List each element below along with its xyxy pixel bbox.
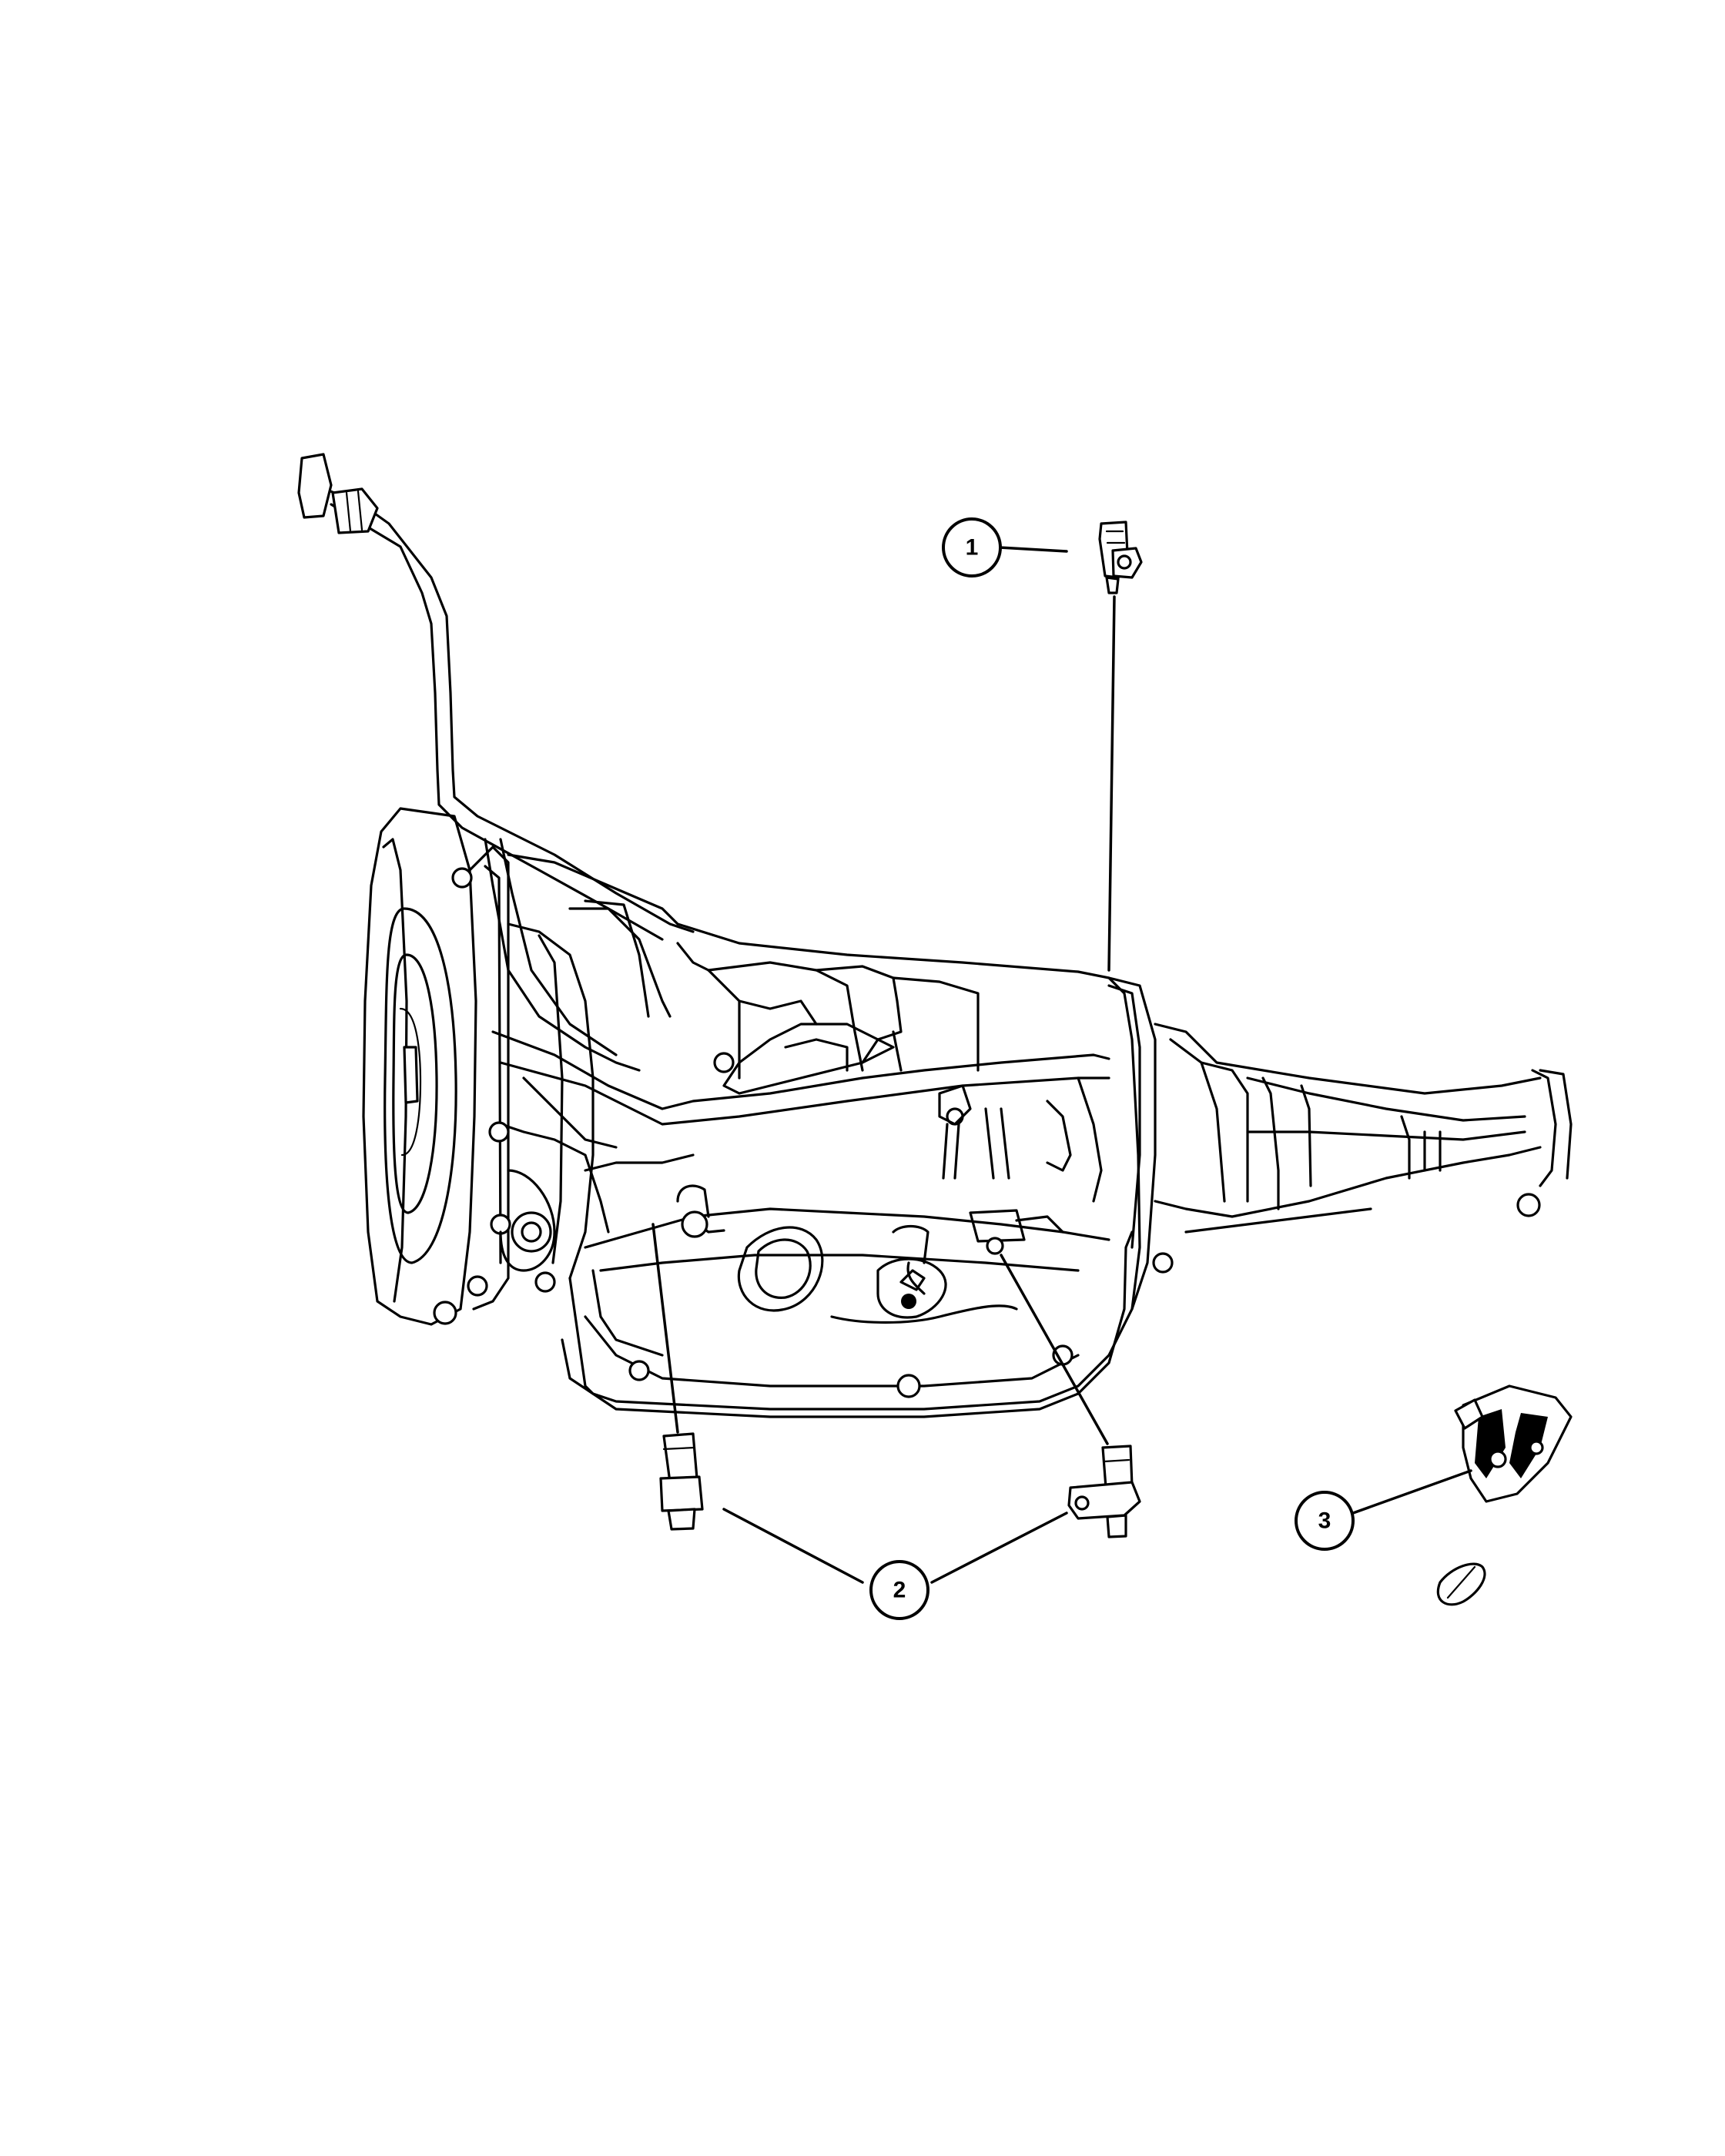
callout-1: 1 [942,517,1002,578]
leader-lines-callouts [722,546,1472,1584]
transmission-assembly [297,453,1573,1418]
bell-housing [362,807,510,1326]
switch-part-3[interactable] [1454,1384,1573,1503]
dipstick-tube [297,453,695,941]
transmission-case [484,838,1141,1411]
callout-2: 2 [869,1560,929,1620]
callout-3: 3 [1295,1491,1355,1551]
extension-housing [1107,976,1573,1311]
oil-pan [568,1184,1134,1418]
callout-2-label: 2 [893,1578,906,1603]
leader-part-2a [651,1223,679,1434]
callout-1-label: 1 [966,535,979,561]
sensor-part-2b[interactable] [1067,1445,1141,1538]
callout-3-label: 3 [1318,1508,1331,1534]
sensor-part-2a[interactable] [659,1432,704,1531]
leader-part-2b [1000,1254,1109,1445]
leader-part-1 [1107,595,1116,972]
gasket-seal [1436,1562,1486,1606]
sensor-part-1[interactable] [1098,521,1143,594]
